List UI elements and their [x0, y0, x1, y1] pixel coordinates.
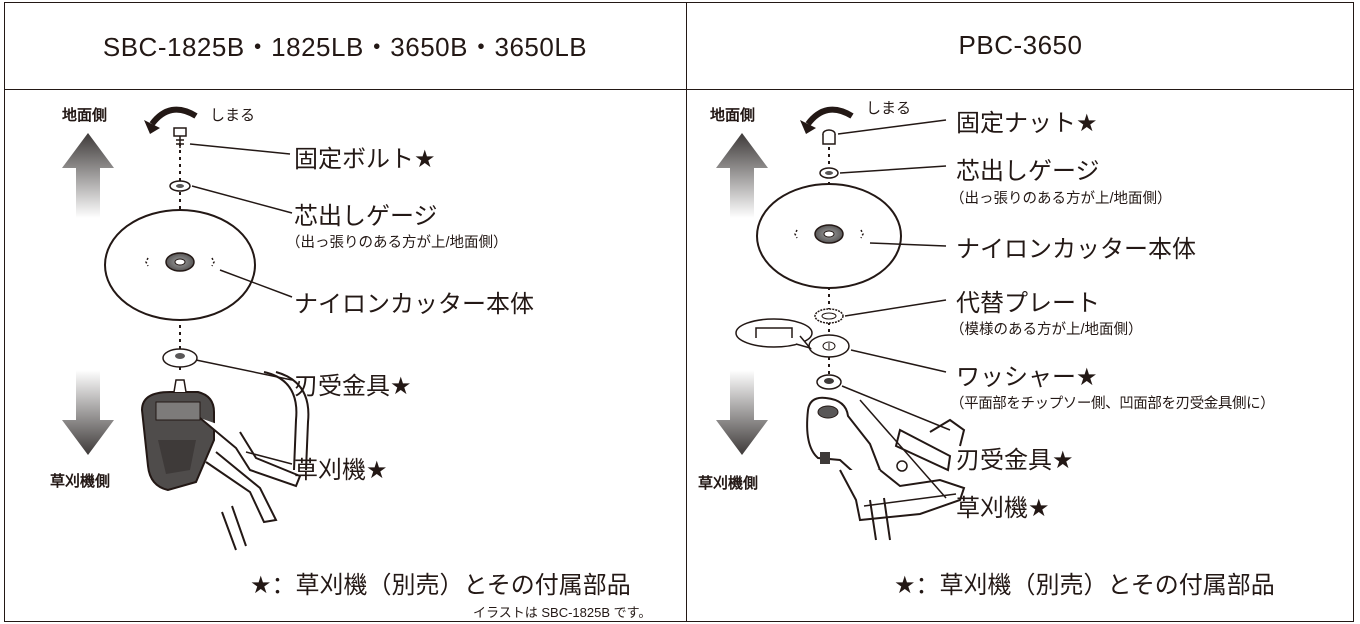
right-washer-part: [735, 318, 850, 358]
right-trimmer-part: [806, 396, 966, 541]
right-plate-part: [814, 308, 844, 324]
left-ground-side-label: 地面側: [62, 107, 108, 124]
left-ground-arrow: [62, 133, 114, 218]
right-ground-side-label: 地面側: [710, 107, 756, 124]
right-nut-label: 固定ナット★: [956, 110, 1098, 137]
right-panel-header: PBC-3650: [958, 30, 1083, 60]
left-cutter-side-label: 草刈機側: [50, 473, 111, 490]
left-cutter-arrow: [62, 370, 114, 455]
right-cutter-side-label: 草刈機側: [698, 475, 759, 492]
left-bolt-part: [173, 127, 187, 148]
left-cutter-body-part: [104, 209, 256, 321]
left-bolt-label: 固定ボルト★: [294, 146, 436, 173]
left-legend: ★：草刈機（別売）とその付属部品: [250, 572, 631, 599]
left-holder-part: [162, 348, 198, 368]
right-holder-label: 刃受金具★: [956, 447, 1074, 474]
right-cutter-body-part: [756, 183, 902, 289]
right-trimmer-label: 草刈機★: [956, 495, 1050, 522]
left-trimmer-part: [140, 371, 310, 551]
left-holder-label: 刃受金具★: [294, 373, 412, 400]
right-nut-part: [822, 129, 836, 145]
right-washer-note: （平面部をチップソー側、凹面部を刃受金具側に）: [950, 396, 1275, 412]
left-gauge-label: 芯出しゲージ: [294, 203, 438, 230]
left-trimmer-label: 草刈機★: [294, 457, 388, 484]
right-legend: ★：草刈機（別売）とその付属部品: [894, 572, 1275, 599]
left-gauge-part: [169, 180, 191, 192]
left-gauge-note: （出っ張りのある方が上/地面側）: [286, 235, 508, 251]
right-gauge-note: （出っ張りのある方が上/地面側）: [950, 191, 1172, 207]
right-washer-label: ワッシャー★: [956, 364, 1098, 391]
left-panel-header: SBC-1825B・1825LB・3650B・3650LB: [102, 32, 588, 62]
right-plate-note: （模様のある方が上/地面側）: [950, 322, 1143, 338]
right-holder-part: [816, 374, 842, 390]
left-body-label: ナイロンカッター本体: [294, 291, 534, 318]
right-plate-label: 代替プレート: [956, 290, 1100, 317]
left-tighten-label: しまる: [210, 107, 256, 124]
left-caption: イラストは SBC-1825B です。: [473, 605, 652, 620]
panel-divider: [686, 2, 687, 622]
left-tighten-arrow: [144, 106, 198, 134]
right-body-label: ナイロンカッター本体: [956, 236, 1196, 263]
right-gauge-part: [819, 167, 839, 179]
right-gauge-label: 芯出しゲージ: [956, 158, 1100, 185]
left-leader-lines: [189, 143, 293, 465]
header-divider: [4, 89, 1354, 90]
right-tighten-arrow: [800, 106, 854, 134]
diagram-frame: [4, 2, 1354, 622]
right-ground-arrow: [716, 133, 768, 218]
right-tighten-label: しまる: [866, 100, 912, 117]
right-leader-lines: [837, 119, 951, 499]
right-cutter-arrow: [716, 370, 768, 455]
